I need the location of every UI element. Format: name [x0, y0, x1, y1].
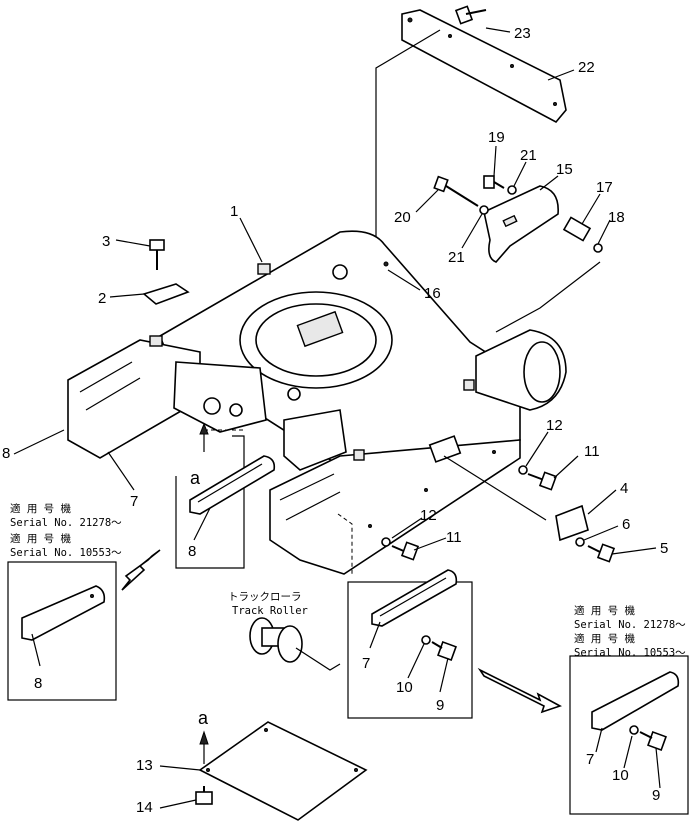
right-applicable-label-2: 適 用 号 機 — [574, 632, 635, 645]
callout-6: 6 — [622, 516, 630, 533]
callout-13: 13 — [136, 757, 153, 774]
part-17-pin — [562, 216, 592, 242]
left-applicable-label-1: 適 用 号 機 — [10, 502, 71, 515]
part-21-washer-upper — [507, 185, 517, 195]
callout-21-upper: 21 — [520, 147, 537, 164]
part-19-bolt — [483, 175, 505, 189]
part-23-bolt — [454, 5, 487, 25]
callout-16: 16 — [424, 285, 441, 302]
part-5-bolt — [587, 543, 616, 563]
callout-20: 20 — [394, 209, 411, 226]
arrow-to-left-box — [121, 549, 161, 591]
view-a-label-lower: a — [198, 708, 209, 728]
callout-17: 17 — [596, 179, 613, 196]
callout-12-upper: 12 — [546, 417, 563, 434]
part-1-track-frame — [67, 230, 567, 575]
part-11-bolt-lower — [391, 541, 420, 561]
callout-10-right-box: 10 — [612, 767, 629, 784]
part-15-cover — [483, 185, 559, 263]
callout-21-lower: 21 — [448, 249, 465, 266]
callout-9-center: 9 — [436, 697, 444, 714]
callout-22: 22 — [578, 59, 595, 76]
callout-5: 5 — [660, 540, 668, 557]
part-14-bolt — [195, 786, 213, 805]
arrow-to-right-box — [477, 667, 562, 714]
callout-11-upper: 11 — [584, 443, 600, 460]
track-roller-label-en: Track Roller — [232, 605, 308, 617]
right-applicable-label-1: 適 用 号 機 — [574, 604, 635, 617]
callout-2: 2 — [98, 290, 106, 307]
callout-8-inset: 8 — [188, 543, 196, 560]
callout-11-lower: 11 — [446, 529, 462, 546]
callout-8: 8 — [2, 445, 10, 462]
callout-18: 18 — [608, 209, 625, 226]
callout-4: 4 — [620, 480, 628, 497]
left-applicable-label-2: 適 用 号 機 — [10, 532, 71, 545]
part-12-washer-upper — [518, 465, 528, 475]
part-18-washer — [593, 243, 603, 253]
part-13-plate — [198, 721, 368, 821]
serial-box-right — [569, 655, 689, 815]
callout-23: 23 — [514, 25, 531, 42]
part-11-bolt-upper — [527, 471, 558, 491]
part-12-washer-lower — [381, 537, 391, 547]
right-serial-2: Serial No. 10553～ — [574, 647, 686, 659]
callout-7: 7 — [130, 493, 138, 510]
track-roller-label-jp: トラックローラ — [228, 591, 302, 603]
part-4-plate — [555, 504, 589, 542]
part-22-plate — [401, 9, 567, 124]
callout-1: 1 — [230, 203, 238, 220]
left-serial-2: Serial No. 10553～ — [10, 547, 122, 559]
callout-19: 19 — [488, 129, 505, 146]
callout-14: 14 — [136, 799, 153, 816]
right-serial-1: Serial No. 21278～ — [574, 619, 686, 631]
view-a-inset-box — [175, 429, 276, 569]
view-a-label-upper: a — [190, 468, 201, 488]
center-inset-box — [347, 569, 473, 719]
callout-7-center: 7 — [362, 655, 370, 672]
leader-lines — [13, 27, 661, 809]
part-2-plate — [142, 283, 190, 305]
part-6-washer — [575, 537, 585, 547]
view-a-arrow-lower — [199, 730, 209, 764]
part-3-bolt — [149, 239, 165, 270]
part-20-bolt — [433, 175, 479, 207]
left-serial-1: Serial No. 21278～ — [10, 517, 122, 529]
callout-12-lower: 12 — [420, 507, 437, 524]
callout-15: 15 — [556, 161, 573, 178]
callout-10-center: 10 — [396, 679, 413, 696]
part-21-washer-lower — [479, 205, 489, 215]
track-roller — [249, 617, 341, 671]
serial-box-left — [7, 561, 117, 701]
callout-3: 3 — [102, 233, 110, 250]
callout-7-right-box: 7 — [586, 751, 594, 768]
callout-8-left-box: 8 — [34, 675, 42, 692]
callout-9-right-box: 9 — [652, 787, 660, 804]
view-a-arrow-upper — [199, 422, 209, 452]
